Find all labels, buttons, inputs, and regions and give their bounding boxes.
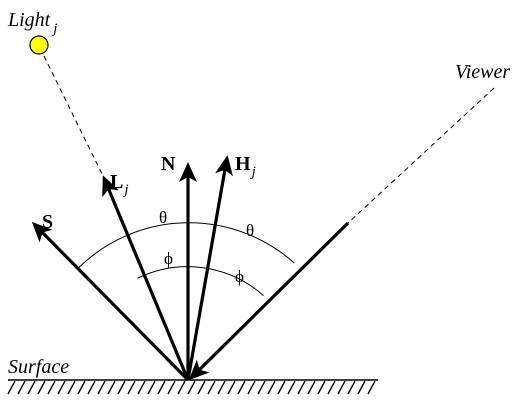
- h-vector-arrow: [186, 155, 233, 381]
- surface-label: Surface: [8, 356, 69, 378]
- s-vector-arrow: [31, 221, 190, 382]
- phi-right-label: ϕ: [235, 267, 244, 286]
- l-subscript: j: [122, 182, 128, 198]
- h-subscript: j: [250, 164, 256, 180]
- light-ray-dashed: [43, 55, 105, 179]
- n-label: N: [161, 153, 176, 175]
- light-subscript: j: [51, 21, 57, 37]
- viewer-vector-arrow: [188, 221, 350, 381]
- l-label: Lj: [110, 171, 129, 198]
- viewer-label: Viewer: [455, 61, 510, 83]
- phi-arc: [137, 266, 264, 296]
- light-source-icon: [29, 35, 49, 55]
- theta-arc: [77, 222, 295, 269]
- l-vector-arrow: [102, 175, 190, 381]
- s-label: S: [42, 211, 53, 233]
- theta-right-label: θ: [246, 221, 254, 240]
- h-label: Hj: [235, 153, 256, 180]
- phi-left-label: ϕ: [164, 249, 173, 268]
- surface-hatching: [7, 380, 376, 395]
- theta-left-label: θ: [159, 208, 167, 227]
- viewer-ray-dashed: [347, 87, 495, 224]
